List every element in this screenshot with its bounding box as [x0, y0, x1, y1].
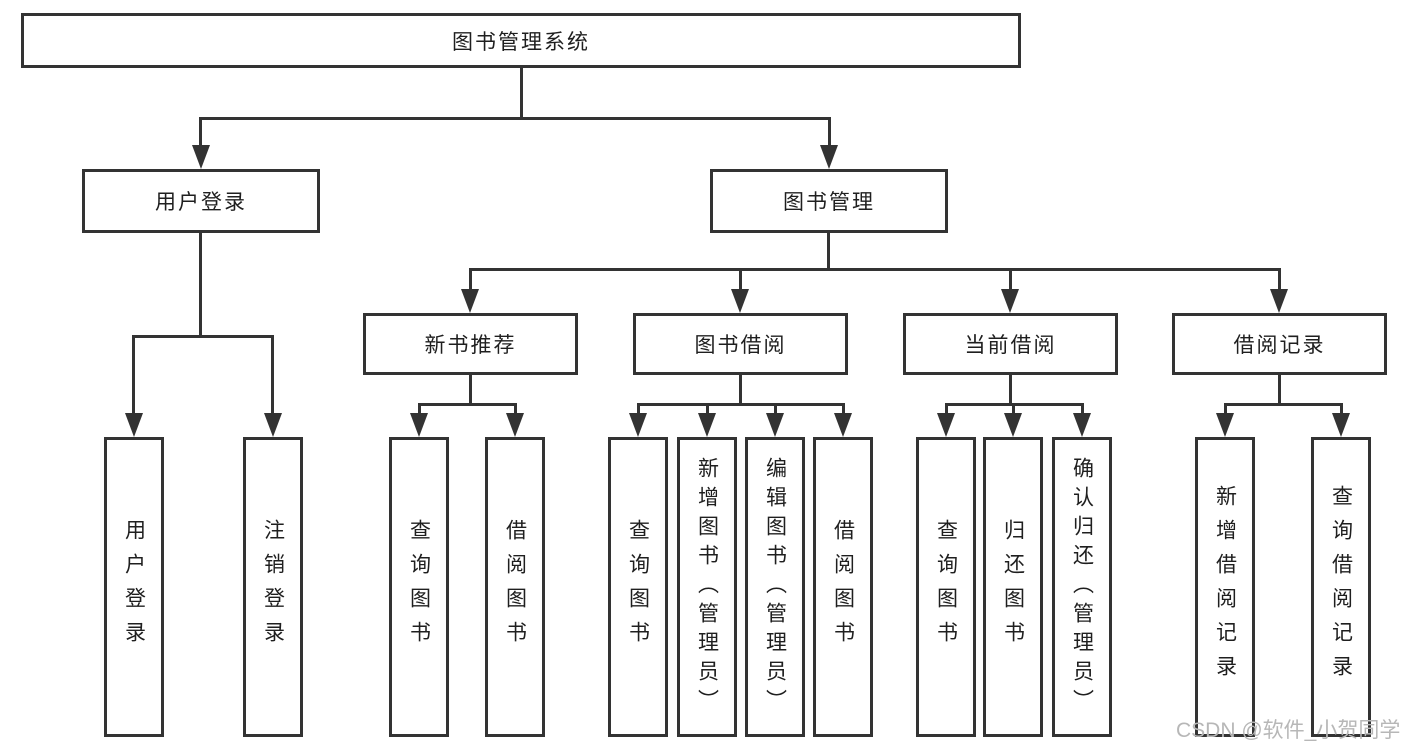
leaf-logout: 注销登录 [243, 437, 303, 737]
arrowhead-down-icon [698, 413, 716, 437]
connector-stub [514, 403, 517, 413]
connector-level3-rail [469, 268, 1280, 271]
leaf-add-books-admin: 新增图书（管理员） [677, 437, 737, 737]
connector-stub [1009, 268, 1012, 289]
arrowhead-down-icon [1004, 413, 1022, 437]
node-book-management: 图书管理 [710, 169, 948, 233]
arrowhead-down-icon [1332, 413, 1350, 437]
connector-stub [828, 117, 831, 148]
node-library-system: 图书管理系统 [21, 13, 1021, 68]
node-book-management-label: 图书管理 [783, 191, 875, 214]
connector-drop [739, 375, 742, 404]
node-library-system-label: 图书管理系统 [452, 30, 590, 54]
arrowhead-down-icon [1270, 289, 1288, 313]
connector-book-mgmt-drop [827, 233, 830, 271]
node-borrow-records: 借阅记录 [1172, 313, 1387, 375]
connector-stub [774, 403, 777, 413]
connector-stub [637, 403, 640, 413]
node-new-book-recommend-label: 新书推荐 [424, 334, 517, 357]
leaf-query-borrow-record: 查询借阅记录 [1311, 437, 1371, 737]
node-current-borrow-label: 当前借阅 [964, 334, 1057, 357]
leaf-edit-books-admin: 编辑图书（管理员） [745, 437, 805, 737]
csdn-watermark: CSDN @软件_小贺同学 [1176, 719, 1401, 742]
arrowhead-down-icon [834, 413, 852, 437]
arrowhead-down-icon [125, 413, 143, 437]
connector-user-login-rail [132, 335, 274, 338]
connector-stub [132, 335, 135, 413]
connector-stub [1340, 403, 1343, 413]
node-user-login-label: 用户登录 [155, 191, 247, 214]
leaf-user-login-label: 用户登录 [122, 519, 146, 655]
connector-user-login-drop [199, 233, 202, 335]
leaf-borrow-books-1-label: 借阅图书 [503, 519, 527, 655]
node-borrow-records-label: 借阅记录 [1233, 334, 1326, 357]
arrowhead-down-icon [937, 413, 955, 437]
leaf-confirm-return-admin-label: 确认归还（管理员） [1070, 456, 1094, 718]
connector-stub [418, 403, 421, 413]
arrowhead-down-icon [731, 289, 749, 313]
arrowhead-down-icon [1001, 289, 1019, 313]
leaf-user-login: 用户登录 [104, 437, 164, 737]
leaf-logout-label: 注销登录 [261, 519, 285, 655]
leaf-confirm-return-admin: 确认归还（管理员） [1052, 437, 1112, 737]
leaf-borrow-books-2-label: 借阅图书 [831, 519, 855, 655]
leaf-add-books-admin-label: 新增图书（管理员） [695, 456, 719, 718]
arrowhead-down-icon [1216, 413, 1234, 437]
connector-rail [418, 403, 517, 406]
leaf-query-borrow-record-label: 查询借阅记录 [1329, 485, 1353, 689]
leaf-add-borrow-record-label: 新增借阅记录 [1213, 485, 1237, 689]
connector-drop [469, 375, 472, 404]
node-new-book-recommend: 新书推荐 [363, 313, 578, 375]
connector-rail [637, 403, 845, 406]
connector-root-drop [520, 68, 523, 120]
connector-stub [1081, 403, 1084, 413]
arrowhead-down-icon [629, 413, 647, 437]
connector-stub [945, 403, 948, 413]
arrowhead-down-icon [264, 413, 282, 437]
node-user-login: 用户登录 [82, 169, 320, 233]
connector-level2-rail [199, 117, 831, 120]
connector-stub [1012, 403, 1015, 413]
node-book-borrow: 图书借阅 [633, 313, 848, 375]
connector-stub [1224, 403, 1227, 413]
leaf-query-books-1-label: 查询图书 [407, 519, 431, 655]
leaf-edit-books-admin-label: 编辑图书（管理员） [763, 456, 787, 718]
connector-drop [1009, 375, 1012, 404]
connector-stub [199, 117, 202, 148]
leaf-borrow-books-2: 借阅图书 [813, 437, 873, 737]
leaf-add-borrow-record: 新增借阅记录 [1195, 437, 1255, 737]
leaf-query-books-3: 查询图书 [916, 437, 976, 737]
connector-stub [706, 403, 709, 413]
node-current-borrow: 当前借阅 [903, 313, 1118, 375]
leaf-query-books-2: 查询图书 [608, 437, 668, 737]
leaf-borrow-books-1: 借阅图书 [485, 437, 545, 737]
connector-rail [1224, 403, 1343, 406]
connector-stub [271, 335, 274, 413]
connector-drop [1278, 375, 1281, 404]
node-book-borrow-label: 图书借阅 [694, 334, 787, 357]
arrowhead-down-icon [461, 289, 479, 313]
leaf-query-books-2-label: 查询图书 [626, 519, 650, 655]
arrowhead-down-icon [506, 413, 524, 437]
connector-stub [739, 268, 742, 289]
arrowhead-down-icon [192, 145, 210, 169]
connector-stub [842, 403, 845, 413]
arrowhead-down-icon [766, 413, 784, 437]
arrowhead-down-icon [820, 145, 838, 169]
leaf-return-books-label: 归还图书 [1001, 519, 1025, 655]
connector-stub [469, 268, 472, 289]
arrowhead-down-icon [410, 413, 428, 437]
leaf-query-books-1: 查询图书 [389, 437, 449, 737]
arrowhead-down-icon [1073, 413, 1091, 437]
connector-stub [1278, 268, 1281, 289]
leaf-query-books-3-label: 查询图书 [934, 519, 958, 655]
leaf-return-books: 归还图书 [983, 437, 1043, 737]
